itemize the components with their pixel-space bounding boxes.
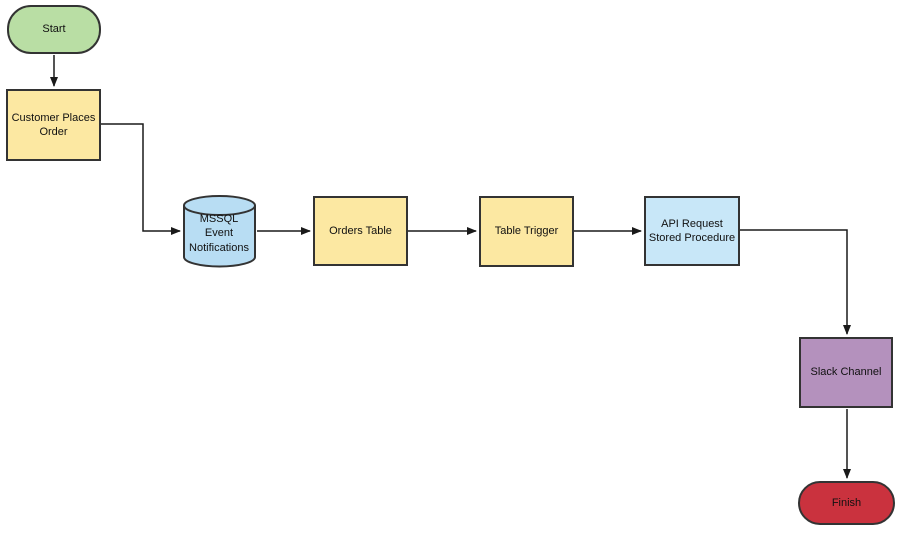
database-cylinder-icon: [183, 195, 256, 268]
node-finish: Finish: [798, 481, 895, 525]
node-finish-label: Finish: [831, 496, 862, 509]
node-mssql-event-notifications-label: MSSQL Event Notifications: [189, 213, 249, 254]
node-customer-places-order: Customer Places Order: [6, 89, 101, 161]
connector-customer-to-mssql: [101, 123, 181, 235]
node-orders-table: Orders Table: [313, 196, 408, 266]
node-customer-places-order-label: Customer Places Order: [11, 111, 96, 138]
node-start-label: Start: [42, 23, 66, 36]
node-slack-channel-label: Slack Channel: [810, 366, 882, 379]
node-mssql-event-notifications: MSSQL Event Notifications: [183, 195, 256, 268]
node-table-trigger: Table Trigger: [479, 196, 574, 267]
node-orders-table-label: Orders Table: [329, 224, 392, 237]
node-slack-channel: Slack Channel: [799, 337, 893, 408]
node-start: Start: [7, 5, 101, 54]
node-api-request-stored-procedure: API Request Stored Procedure: [644, 196, 740, 266]
node-table-trigger-label: Table Trigger: [494, 225, 559, 238]
connector-api-to-slack: [740, 229, 851, 335]
node-api-request-stored-procedure-label: API Request Stored Procedure: [648, 217, 736, 244]
